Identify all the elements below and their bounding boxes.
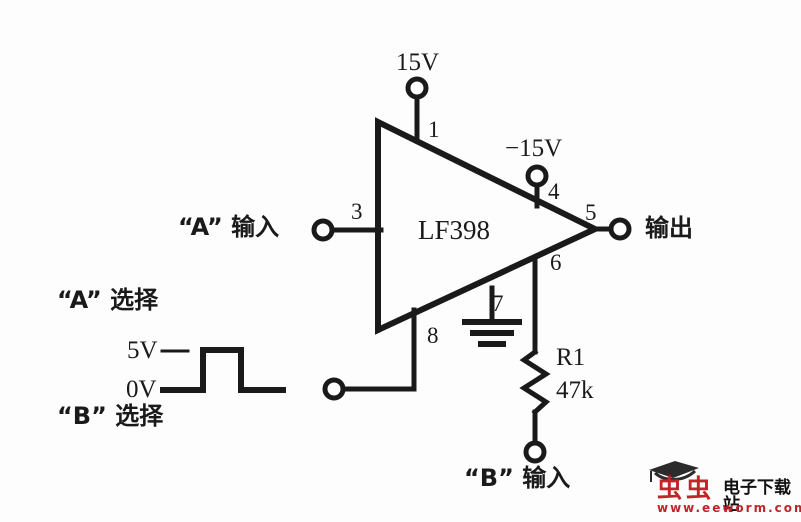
pin-number-7: 7: [492, 291, 504, 316]
label-level-low: 0V: [126, 376, 157, 403]
pin-number-4: 4: [548, 179, 560, 204]
terminal-select-b: [322, 377, 346, 401]
terminal-neg15v: [525, 164, 549, 188]
graduation-cap-icon: [649, 461, 699, 482]
waveform-pulse-trace: [160, 347, 286, 393]
ic-body-triangle: [375, 117, 602, 335]
pin-number-8: 8: [427, 323, 439, 348]
pin-number-5: 5: [585, 200, 597, 225]
label-input-b: “B” 输入: [464, 464, 571, 492]
label-supply-negative: −15V: [505, 135, 563, 162]
watermark-url-text: www.eeworm.com: [657, 501, 801, 515]
label-output: 输出: [645, 214, 693, 242]
terminal-input-a: [311, 218, 335, 242]
ic-label: LF398: [418, 215, 491, 245]
resistor-r1-symbol: [519, 348, 551, 416]
terminal-input-b: [523, 440, 547, 464]
site-watermark: 虫虫 电子下载站 www.eeworm.com: [645, 458, 801, 516]
watermark-site-text: 电子下载站: [723, 478, 791, 515]
terminal-15v: [405, 76, 429, 100]
label-select-a: “A” 选择: [57, 286, 159, 314]
terminal-output: [608, 217, 632, 241]
label-select-b: “B” 选择: [57, 402, 164, 430]
label-input-a: “A” 输入: [178, 213, 280, 241]
label-resistor-value: 47k: [556, 377, 594, 404]
label-level-high: 5V: [127, 337, 158, 364]
pin-number-1: 1: [428, 117, 440, 142]
pin-number-6: 6: [550, 250, 562, 275]
watermark-bugs-text: 虫虫: [657, 474, 716, 503]
label-resistor-ref: R1: [556, 344, 586, 371]
label-supply-positive: 15V: [396, 49, 440, 76]
pin-number-3: 3: [351, 199, 363, 224]
